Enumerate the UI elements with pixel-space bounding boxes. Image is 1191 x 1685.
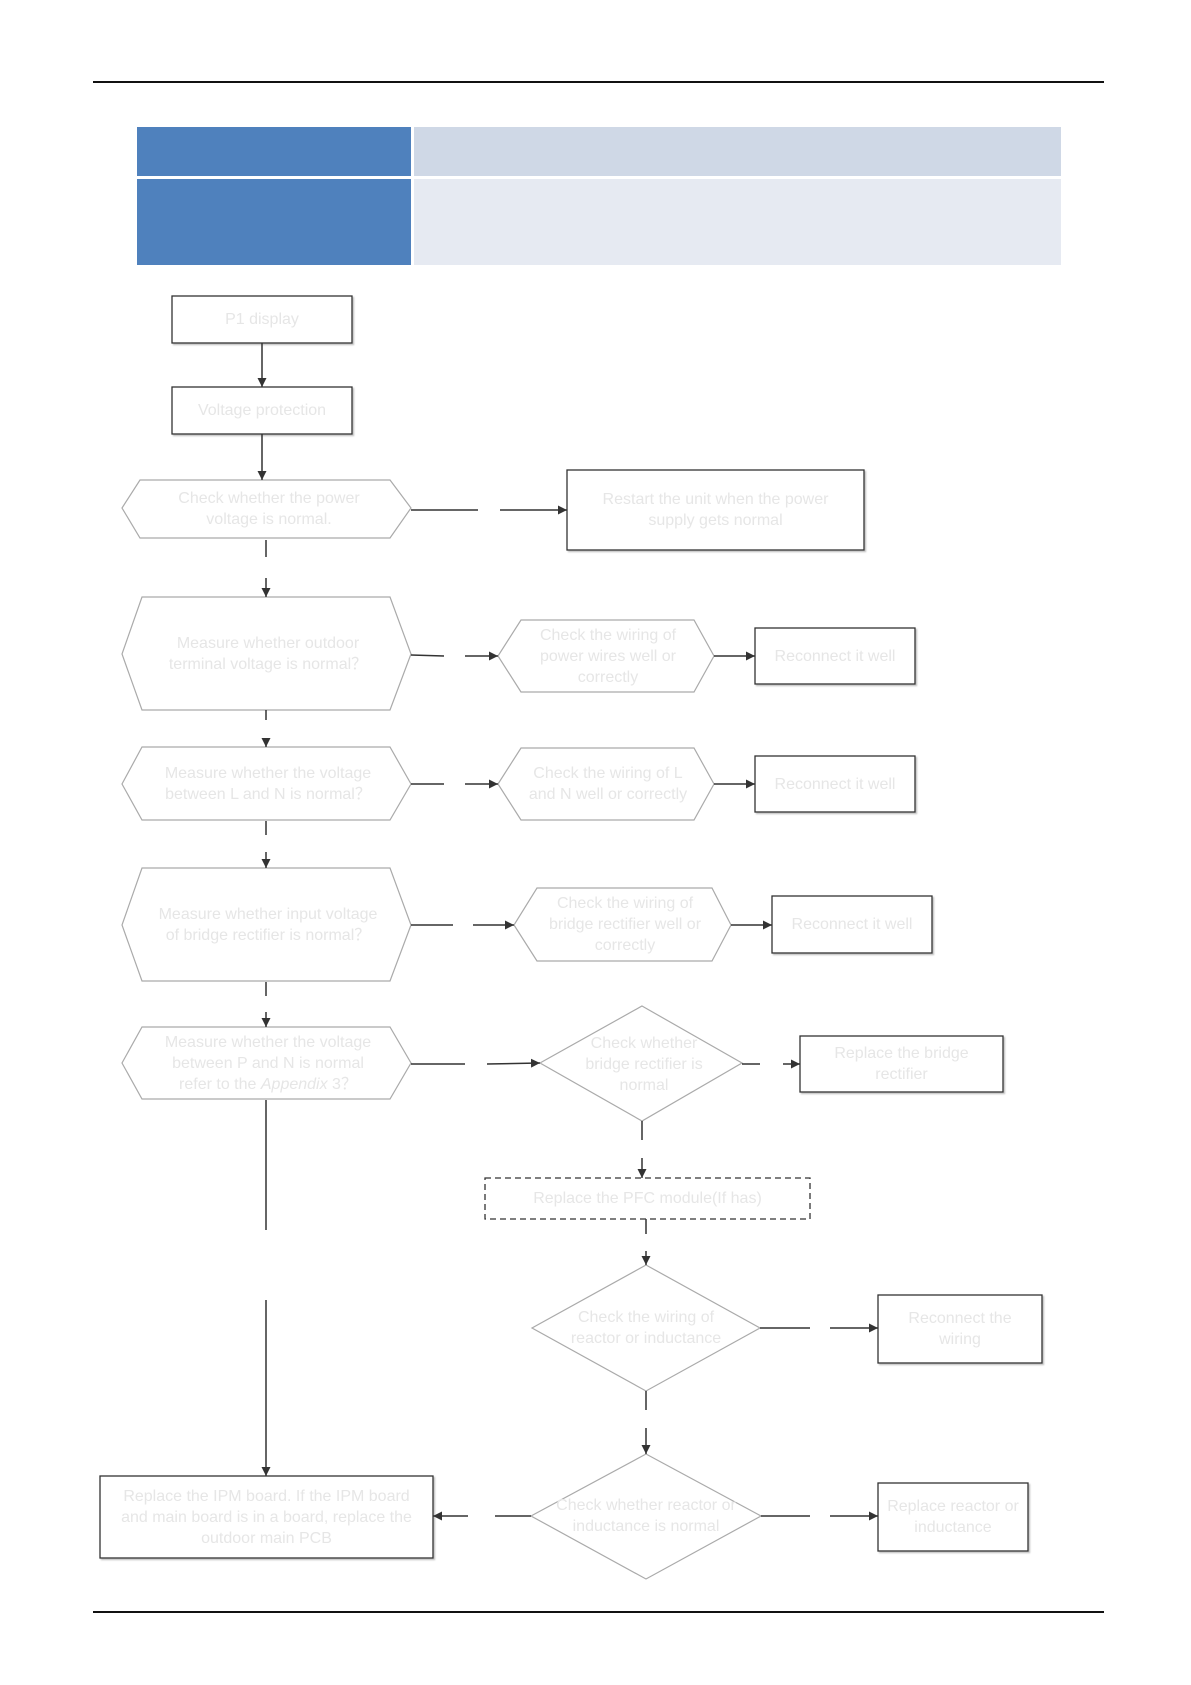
- p1-display-label: P1 display: [225, 311, 299, 328]
- header-cell-cause-value: [414, 179, 1061, 265]
- header-cell-title-value: [414, 127, 1061, 176]
- p1-display-box: [171, 295, 353, 344]
- measure-l-n-label: Measure whether the voltage between L an…: [164, 764, 372, 803]
- check-power-voltage-hex: [121, 479, 412, 539]
- reconnect-box-3: [771, 895, 933, 954]
- replace-bridge-box: [799, 1035, 1004, 1093]
- check-reactor-wiring-label: Check the wiring of reactor or inductanc…: [570, 1309, 722, 1347]
- reconnect-box-2: [754, 755, 916, 813]
- top-rule: [93, 81, 1104, 83]
- check-l-n-wiring-label: Check the wiring of L and N well or corr…: [528, 765, 688, 803]
- header-cell-cause: [137, 179, 411, 265]
- reconnect-wiring-box: [877, 1294, 1043, 1364]
- check-reactor-normal-label: Check whether reactor or inductance is n…: [556, 1497, 736, 1535]
- measure-p-n-line1: Measure whether the voltage between P an…: [164, 1033, 372, 1072]
- replace-ipm-box: [99, 1475, 434, 1559]
- check-reactor-normal-diamond: [529, 1453, 763, 1580]
- measure-p-n-line2: refer to the Appendix 3？: [179, 1075, 357, 1093]
- replace-reactor-label: Replace reactor or inductance: [887, 1498, 1019, 1536]
- line-terminal-right: [410, 654, 445, 657]
- replace-pfc-label: Replace the PFC module(If has): [533, 1190, 762, 1207]
- check-power-voltage-label: Check whether the power voltage is norma…: [178, 490, 360, 528]
- measure-l-n-hex: [121, 746, 412, 821]
- appendix-ref: Appendix: [260, 1075, 328, 1093]
- replace-bridge-label: Replace the bridge rectifier: [834, 1045, 969, 1083]
- replace-reactor-box: [877, 1482, 1029, 1552]
- reconnect-label-3: Reconnect it well: [791, 916, 913, 933]
- header-cell-title: [137, 127, 411, 176]
- replace-pfc-box: [484, 1177, 811, 1220]
- reconnect-label-1: Reconnect it well: [774, 647, 896, 665]
- measure-bridge-input-hex: [121, 867, 412, 982]
- measure-outdoor-terminal-hex: [121, 596, 412, 711]
- reconnect-label-2: Reconnect it well: [774, 775, 896, 793]
- voltage-protection-box: [171, 386, 353, 435]
- measure-p-n-hex: [121, 1026, 412, 1100]
- measure-bridge-input-label: Measure whether input voltage of bridge …: [158, 905, 378, 944]
- check-power-wires-label: Check the wiring of power wires well or …: [539, 626, 677, 686]
- restart-unit-label: Restart the unit when the power supply g…: [602, 491, 829, 529]
- measure-p-n-label: Measure whether the voltage between P an…: [150, 1027, 386, 1099]
- arrow-to-bridge-normal: [486, 1058, 541, 1068]
- reconnect-wiring-label: Reconnect the wiring: [908, 1310, 1012, 1348]
- voltage-protection-label: Voltage protection: [197, 402, 327, 419]
- check-bridge-normal-label: Check whether bridge rectifier is normal: [585, 1034, 703, 1094]
- measure-outdoor-terminal-label: Measure whether outdoor terminal voltage…: [168, 634, 368, 673]
- check-bridge-wiring-label: Check the wiring of bridge rectifier wel…: [548, 895, 702, 954]
- bottom-rule: [93, 1611, 1104, 1613]
- replace-ipm-label: Replace the IPM board. If the IPM board …: [121, 1487, 412, 1547]
